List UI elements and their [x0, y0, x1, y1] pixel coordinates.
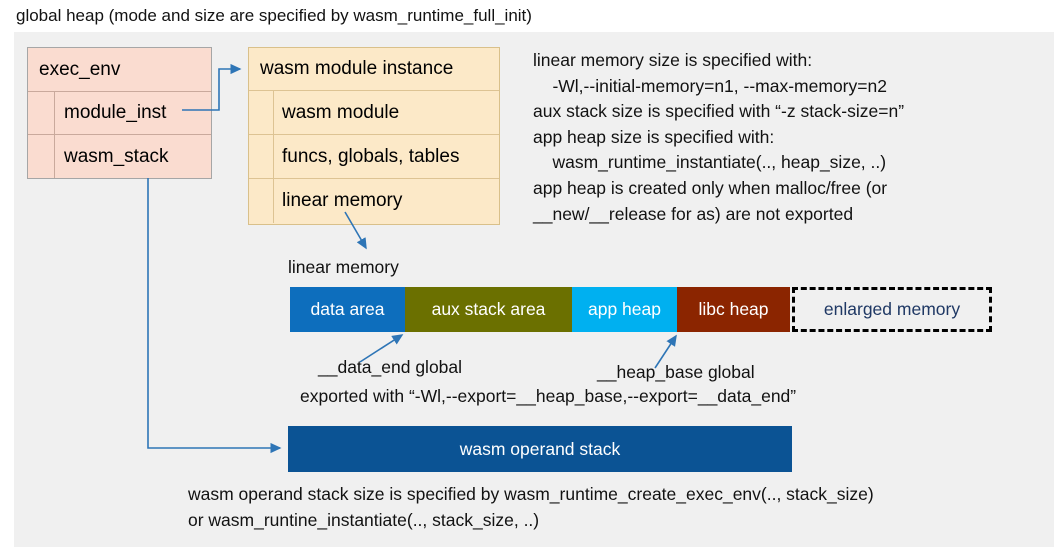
operand-stack-note: wasm operand stack size is specified by …	[188, 484, 874, 530]
memory-segment-enlarged-memory[interactable]: enlarged memory	[792, 287, 992, 332]
linear-memory-label: linear memory	[288, 257, 399, 277]
annotation-data-end-global: __data_end global	[318, 357, 463, 377]
memory-segment-aux-stack-area[interactable]: aux stack area	[405, 287, 572, 332]
exec-env-struct[interactable]: exec_env module_inst wasm_stack	[27, 47, 212, 179]
linear-memory-bar: data area aux stack area app heap libc h…	[290, 287, 992, 332]
exec-env-field-module-inst[interactable]: module_inst	[28, 92, 211, 135]
module-instance-field-linear-memory[interactable]: linear memory	[249, 179, 499, 223]
exec-env-title: exec_env	[28, 48, 211, 92]
linear-memory-notes: linear memory size is specified with: -W…	[533, 50, 905, 224]
wasm-operand-stack-bar[interactable]: wasm operand stack	[288, 426, 792, 472]
annotation-exported-with: exported with “-Wl,--export=__heap_base,…	[300, 386, 797, 406]
module-instance-field-wasm-module[interactable]: wasm module	[249, 91, 499, 135]
memory-segment-data-area[interactable]: data area	[290, 287, 405, 332]
memory-segment-libc-heap[interactable]: libc heap	[677, 287, 790, 332]
module-instance-field-funcs-globals-tables[interactable]: funcs, globals, tables	[249, 135, 499, 179]
memory-segment-app-heap[interactable]: app heap	[572, 287, 677, 332]
page-title: global heap (mode and size are specified…	[16, 6, 532, 25]
annotation-heap-base-global: __heap_base global	[597, 362, 755, 382]
exec-env-field-wasm-stack[interactable]: wasm_stack	[28, 135, 211, 178]
wasm-module-instance-struct[interactable]: wasm module instance wasm module funcs, …	[248, 47, 500, 225]
module-instance-title: wasm module instance	[249, 48, 499, 91]
